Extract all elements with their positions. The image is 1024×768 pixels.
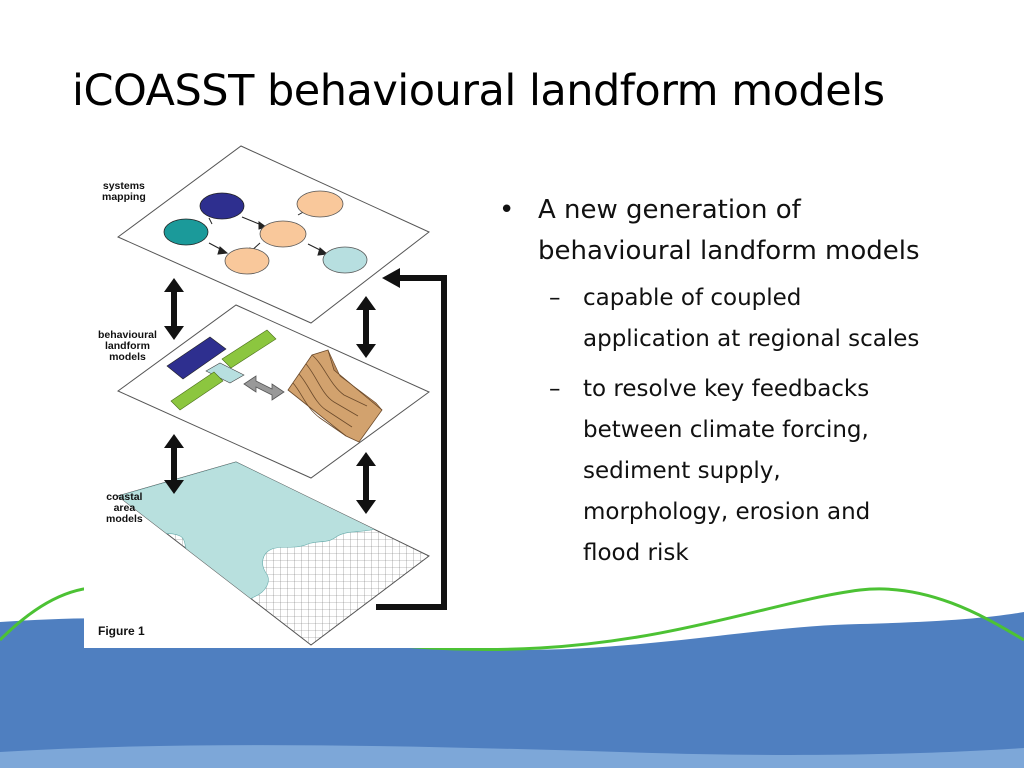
node-peach-bottom — [224, 247, 270, 275]
bullet-marker: • — [499, 195, 515, 225]
double-arrow-right-upper — [356, 296, 376, 358]
feedback-loop-arrow — [376, 268, 447, 610]
figure-panel: systems mapping behavioural landform mod… — [84, 140, 483, 648]
sub-bullet-item: – capable of coupled application at regi… — [497, 278, 997, 360]
slide-title: iCOASST behavioural landform models — [72, 66, 885, 116]
double-arrow-left-upper — [164, 278, 184, 340]
sub-bullet-item: – to resolve key feedbacks between clima… — [497, 369, 997, 574]
light-wave-highlight — [0, 745, 1024, 768]
light-blue-connector — [205, 362, 245, 384]
node-peach-middle — [259, 220, 307, 248]
sub-bullet-text: capable of coupled application at region… — [583, 285, 920, 352]
bullet-text: A new generation of behavioural landform… — [538, 195, 920, 266]
double-arrow-right-lower — [356, 452, 376, 514]
node-light-blue — [322, 246, 368, 274]
blue-wave — [0, 612, 1024, 768]
node-peach-top — [296, 190, 344, 218]
sub-bullet-marker: – — [549, 376, 561, 402]
bullet-list: • A new generation of behavioural landfo… — [497, 190, 997, 583]
navy-block — [166, 336, 227, 380]
figure-caption: Figure 1 — [98, 624, 145, 638]
green-block-top — [221, 329, 277, 369]
grey-double-arrow — [243, 375, 285, 401]
sub-bullet-marker: – — [549, 285, 561, 311]
node-teal — [163, 218, 209, 246]
landform-3d-block — [287, 349, 383, 443]
double-arrow-left-lower — [164, 434, 184, 494]
label-systems-mapping: systems mapping — [102, 180, 146, 203]
bullet-item: • A new generation of behavioural landfo… — [497, 190, 997, 272]
label-coastal-area-models: coastal area models — [106, 491, 143, 525]
node-navy — [199, 192, 245, 220]
layered-model-diagram — [116, 145, 447, 646]
green-block-bottom — [170, 371, 224, 411]
sub-bullet-text: to resolve key feedbacks between climate… — [583, 376, 871, 566]
label-behavioural-models: behavioural landform models — [98, 329, 157, 363]
